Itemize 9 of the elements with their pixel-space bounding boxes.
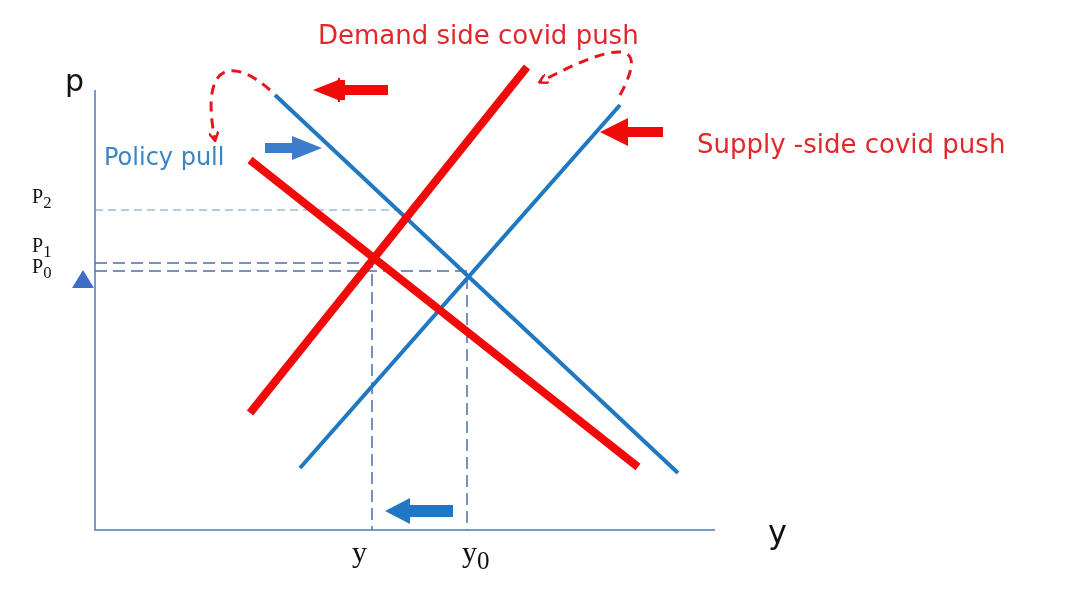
axis-label: y (768, 516, 787, 548)
tick-label: P$_{2}$ (32, 186, 52, 212)
annotation-text: Supply -side covid push (697, 131, 1006, 157)
axis-label: p (65, 66, 85, 96)
tick-label: y (352, 537, 367, 567)
annotation-text: Demand side covid push (318, 22, 639, 48)
annotation-text: Policy pull (104, 145, 225, 169)
tick-label: P$_{0}$ (32, 256, 52, 282)
tick-label: y$_{0}$ (462, 537, 490, 573)
